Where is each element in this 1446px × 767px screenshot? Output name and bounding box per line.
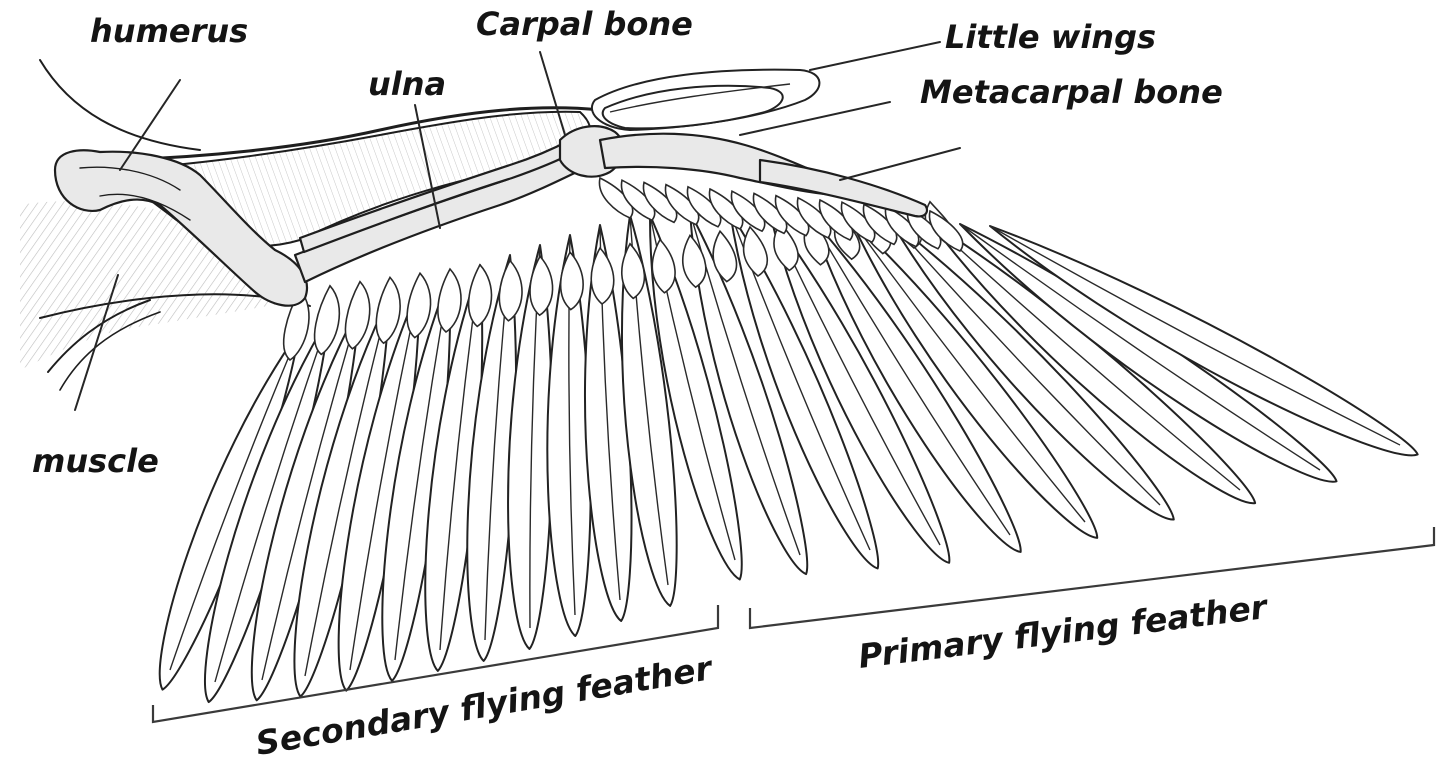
primary-covert-feather (774, 194, 810, 237)
label-muscle: muscle (32, 442, 159, 480)
covert-feather (282, 288, 310, 361)
bracket-primary (748, 527, 1436, 630)
bracket-secondary (151, 605, 720, 724)
covert-feather (498, 259, 523, 322)
primary-feather (989, 225, 1419, 457)
humerus-detail (79, 166, 191, 221)
label-secondary-flying-feather: Secondary flying feather (253, 648, 716, 763)
covert-feather (773, 221, 799, 272)
leader-carpal (539, 51, 566, 136)
primary-covert-feather (642, 181, 678, 224)
primary-feather (809, 215, 1022, 553)
covert-feather (437, 267, 462, 333)
primary-covert-feather (840, 201, 876, 244)
covert-feather (682, 234, 707, 289)
covert-feather (467, 263, 493, 328)
digit-bone (758, 158, 929, 218)
primary-covert-feather (796, 196, 832, 239)
secondary-feathers (158, 214, 678, 704)
covert-feather (651, 238, 676, 294)
humerus-bone (53, 149, 309, 307)
covert-feather (712, 229, 738, 283)
label-metacarpal-bone: Metacarpal bone (920, 73, 1223, 111)
covert-feather (529, 255, 554, 317)
primary-covert-feather (884, 205, 920, 248)
covert-feathers (282, 176, 964, 361)
label-humerus: humerus (90, 12, 248, 50)
covert-feather (406, 271, 432, 339)
label-ulna: ulna (368, 65, 446, 103)
covert-feather (313, 284, 341, 356)
primary-covert-feather (752, 192, 788, 235)
primary-covert-feather (928, 209, 964, 252)
primary-covert-feather (620, 179, 656, 222)
muscle-contour-strand (59, 311, 161, 391)
primary-covert-feather (730, 190, 766, 233)
label-primary-flying-feather: Primary flying feather (856, 587, 1270, 676)
primary-covert-feather (664, 183, 700, 226)
covert-feather (742, 225, 768, 277)
leader-metacarpal (739, 101, 891, 136)
covert-feather (344, 280, 371, 350)
primary-covert-feather (818, 198, 854, 241)
leader-humerus (119, 79, 181, 171)
leader-little-wings (809, 41, 941, 71)
covert-feather (590, 246, 615, 305)
covert-feather (620, 242, 646, 300)
primary-covert-feather (708, 187, 744, 230)
covert-feather (375, 276, 401, 345)
label-little-wings: Little wings (945, 18, 1156, 56)
primary-feather (889, 219, 1175, 521)
label-carpal-bone: Carpal bone (476, 5, 693, 43)
primary-covert-feather (862, 203, 898, 246)
primary-feather (849, 217, 1099, 539)
body-outline (39, 59, 201, 151)
primary-covert-feather (686, 185, 722, 228)
muscle-contour-lower (47, 299, 151, 373)
leader-digit (839, 147, 961, 181)
leader-ulna (414, 104, 441, 229)
primary-covert-feather (598, 176, 634, 219)
alula (590, 68, 821, 131)
primary-covert-feather (906, 207, 942, 250)
primary-feathers (648, 211, 1419, 581)
covert-feather (559, 250, 584, 311)
leader-muscle (74, 274, 119, 411)
leading-edge (108, 106, 602, 162)
